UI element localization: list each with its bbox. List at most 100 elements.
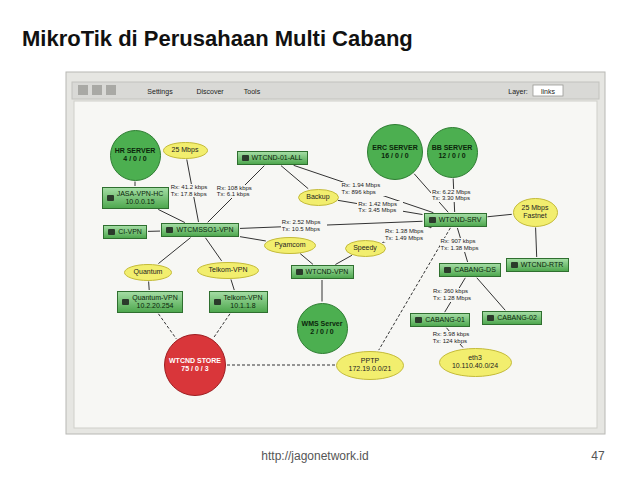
- traffic-label: Rx: 1.94 Mbps Tx: 896 kbps: [341, 182, 387, 195]
- node-label: CABANG-02: [497, 314, 537, 322]
- link-oval: Backup: [298, 189, 339, 206]
- node-label: ERC SERVER: [372, 144, 417, 152]
- slide-title: MikroTik di Perusahaan Multi Cabang: [22, 26, 413, 52]
- node-label: HR SERVER: [115, 147, 156, 155]
- link-line: [205, 238, 221, 261]
- node-label: WTCND-VPN: [306, 268, 349, 276]
- link-oval: PPTP172.19.0.0/21: [336, 351, 404, 380]
- link-line: [158, 209, 185, 222]
- link-line: [227, 365, 335, 366]
- node-label: WTCND-01-ALL: [252, 154, 303, 162]
- link-line: [231, 279, 234, 290]
- router-box: WTCND-VPN: [291, 265, 354, 279]
- node-detail: 2 / 0 / 0: [302, 328, 343, 336]
- toolbar-label: Layer:: [508, 88, 527, 95]
- router-icon: [166, 227, 173, 233]
- node-label: CI-VPN: [118, 228, 142, 236]
- node-detail: 10.2.20.254: [132, 302, 178, 310]
- node-detail: 172.19.0.0/21: [349, 365, 392, 373]
- link-oval: Telkom-VPN: [197, 262, 259, 279]
- link-line: [335, 255, 351, 264]
- map-canvas: [74, 101, 597, 428]
- router-box: CABANG-01: [410, 313, 470, 327]
- node-label: Telkom-VPN: [224, 294, 263, 302]
- router-icon: [429, 217, 436, 223]
- link-oval: 25 MbpsFastnet: [513, 198, 558, 227]
- toolbar-label: Tools: [244, 88, 260, 95]
- router-icon: [415, 317, 422, 323]
- server-circle: WMS Server2 / 0 / 0: [297, 303, 348, 354]
- toolbar-label: Discover: [196, 88, 223, 95]
- link-oval: Pyamcom: [264, 237, 316, 254]
- traffic-label: Rx: 2.52 Mbps Tx: 10.5 Mbps: [281, 219, 327, 232]
- node-label: Quantum: [134, 268, 163, 276]
- router-box: Quantum-VPN10.2.20.254: [117, 291, 183, 313]
- node-label: WTCND STORE: [169, 357, 221, 365]
- link-line: [158, 314, 176, 339]
- router-icon: [122, 299, 129, 305]
- node-label: WTCND-SRV: [439, 216, 482, 224]
- node-label: eth3: [452, 354, 498, 362]
- link-line: [148, 281, 150, 290]
- node-detail: 12 / 0 / 0: [432, 152, 473, 160]
- traffic-label: Rx: 360 kbps Tx: 1.28 Mbps: [432, 288, 478, 301]
- link-oval: Speedy: [345, 240, 386, 257]
- link-line: [281, 166, 308, 189]
- node-label: CABANG-01: [425, 316, 465, 324]
- node-label: JASA-VPN-HC: [117, 190, 164, 198]
- node-label: Quantum-VPN: [132, 294, 178, 302]
- router-box: WTCND-RTR: [506, 258, 569, 272]
- link-line: [300, 254, 313, 265]
- node-detail: Fastnet: [522, 212, 549, 220]
- link-line: [487, 214, 511, 216]
- toolbar-label: links: [541, 88, 555, 95]
- router-icon: [444, 267, 451, 273]
- link-line: [477, 278, 505, 310]
- link-line: [536, 227, 537, 257]
- toolbar-icon: [78, 85, 88, 95]
- node-detail: 16 / 0 / 0: [372, 152, 417, 160]
- router-icon: [242, 155, 249, 161]
- link-line: [135, 182, 136, 187]
- node-detail: 75 / 0 / 3: [169, 365, 221, 373]
- toolbar-strip: [72, 82, 599, 99]
- link-line: [148, 231, 160, 232]
- node-label: Telkom-VPN: [209, 266, 248, 274]
- link-line: [322, 280, 323, 302]
- link-oval: Quantum: [124, 264, 172, 281]
- node-label: 25 Mbps: [172, 146, 199, 154]
- server-circle: BB SERVER12 / 0 / 0: [427, 127, 478, 178]
- link-oval: 25 Mbps: [163, 142, 208, 159]
- link-line: [240, 221, 423, 228]
- traffic-label: Rx: 907 kbps Tx: 1.38 Mbps: [440, 238, 486, 251]
- node-label: WTCMSSO1-VPN: [176, 226, 233, 234]
- router-box: WTCND-01-ALL: [237, 151, 308, 165]
- traffic-label: Rx: 1.38 Mbps Tx: 1.49 Mbps: [384, 228, 430, 241]
- layer-select: [533, 85, 563, 96]
- toolbar-icon: [92, 85, 102, 95]
- node-detail: 4 / 0 / 0: [115, 155, 156, 163]
- router-icon: [108, 229, 115, 235]
- node-detail: 10.0.0.15: [117, 198, 164, 206]
- router-icon: [487, 315, 494, 321]
- node-label: Speedy: [353, 244, 377, 252]
- server-circle: ERC SERVER16 / 0 / 0: [367, 124, 423, 180]
- server-circle: HR SERVER4 / 0 / 0: [110, 130, 161, 181]
- router-box: CABANG-02: [482, 311, 542, 325]
- link-line: [158, 238, 190, 264]
- node-detail: 10.1.1.8: [224, 302, 263, 310]
- footer-url: http://jagonetwork.id: [261, 449, 368, 463]
- traffic-label: Rx: 5.98 kbps Tx: 124 kbps: [432, 331, 478, 344]
- router-icon: [214, 299, 221, 305]
- toolbar-icon: [106, 85, 116, 95]
- router-box: CI-VPN: [103, 225, 147, 239]
- node-detail: 10.110.40.0/24: [452, 362, 498, 370]
- router-icon: [511, 262, 518, 268]
- page-number: 47: [591, 449, 604, 463]
- toolbar-label: Settings: [147, 88, 172, 95]
- traffic-label: Rx: 6.22 Mbps Tx: 3.30 Mbps: [431, 189, 477, 202]
- link-oval: eth310.110.40.0/24: [439, 348, 512, 377]
